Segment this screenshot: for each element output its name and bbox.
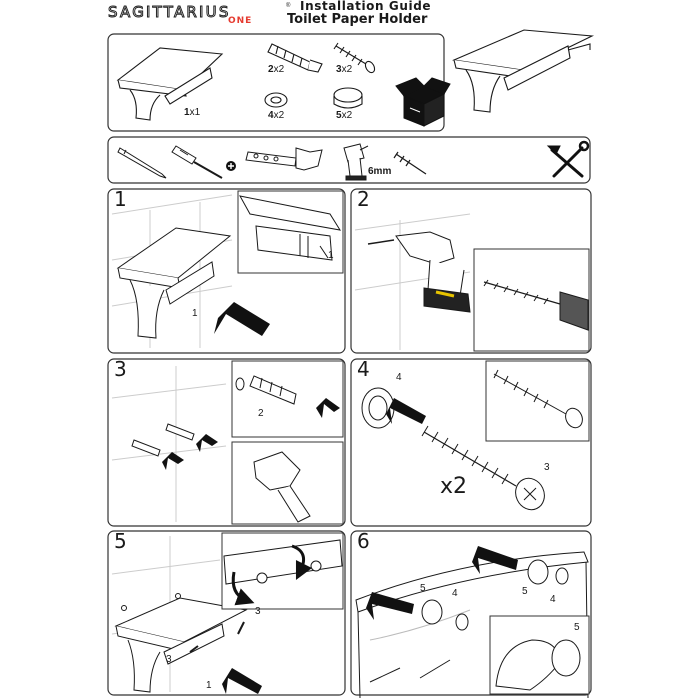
step-6-callout-cap-detail: 5 — [574, 622, 580, 633]
step-4-illustration — [361, 360, 590, 511]
step-5-number: 5 — [114, 529, 127, 553]
tools-panel — [107, 136, 591, 184]
washer-qty-label: 4x2 — [268, 110, 285, 121]
step-4-number: 4 — [357, 357, 370, 381]
hammer-icon — [245, 147, 323, 171]
screwdriver-icon — [171, 145, 223, 179]
screw-part-icon — [333, 42, 376, 74]
brand-registered-mark: ® — [286, 3, 291, 9]
step-5-callout-holder: 1 — [206, 680, 212, 691]
step-5-callout-screw-right: 3 — [255, 606, 261, 617]
step-4-arrow — [386, 398, 426, 424]
step-3-arrow-c — [316, 398, 340, 418]
step-4-callout-screw: 3 — [544, 462, 550, 473]
step-3-number: 3 — [114, 357, 127, 381]
pencil-icon — [117, 147, 167, 179]
step-4-callout-washer: 4 — [396, 372, 402, 383]
brand-sub: ONE — [228, 16, 253, 26]
step-6-callout-cap-right: 5 — [522, 586, 528, 597]
step-1-illustration — [111, 190, 344, 348]
anchor-part-icon — [267, 43, 323, 73]
brand-name: SAGITTARIUS — [108, 3, 231, 22]
cap-part-icon — [333, 87, 363, 109]
anchor-qty-label: 2x2 — [268, 64, 285, 75]
step-1-arrow — [214, 302, 270, 336]
step-3-arrow-b — [162, 452, 184, 470]
guide-title: Installation Guide — [300, 0, 432, 13]
drill-icon — [343, 143, 369, 181]
brand-logo: SAGITTARIUS ® ONE — [108, 3, 291, 27]
step-2-number: 2 — [357, 187, 370, 211]
drill-bit-size-label: 6mm — [368, 166, 392, 177]
step-1-callout-detail: 1 — [328, 250, 334, 261]
holder-part-icon — [116, 47, 224, 121]
step-5-callout-screw-left: 3 — [166, 654, 172, 665]
step-5-rotate-arrow-b — [291, 544, 313, 581]
step-5-arrow — [222, 668, 262, 694]
step-5-rotate-arrow-a — [231, 571, 255, 606]
step-6-arrow-b — [472, 546, 518, 574]
step-6-number: 6 — [357, 529, 370, 553]
step-6-callout-washer-left: 4 — [452, 588, 458, 599]
parts-panel — [107, 33, 451, 132]
step-3-illustration — [111, 360, 344, 525]
step-6-callout-washer-right: 4 — [550, 594, 556, 605]
step-5-illustration — [111, 532, 344, 693]
holder-qty-label: 1x1 — [184, 107, 201, 118]
step-3-callout-anchor: 2 — [258, 408, 264, 419]
step-6-callout-cap-left: 5 — [420, 583, 426, 594]
product-title: Toilet Paper Holder — [287, 12, 428, 27]
step-6-arrow-a — [366, 592, 414, 620]
step-4-quantity: x2 — [440, 474, 468, 499]
step-3-arrow-a — [196, 434, 218, 452]
cap-qty-label: 5x2 — [336, 110, 353, 121]
drill-bit-icon — [393, 151, 427, 175]
screw-qty-label: 3x2 — [336, 64, 353, 75]
step-1-number: 1 — [114, 187, 127, 211]
tools-icon — [546, 140, 590, 178]
box-icon — [395, 77, 451, 127]
washer-part-icon — [264, 92, 288, 108]
step-6-illustration — [355, 551, 590, 699]
plus-icon — [226, 161, 236, 171]
step-2-illustration — [354, 213, 590, 352]
step-1-callout-holder: 1 — [192, 308, 198, 319]
assembled-holder-preview — [451, 29, 595, 113]
